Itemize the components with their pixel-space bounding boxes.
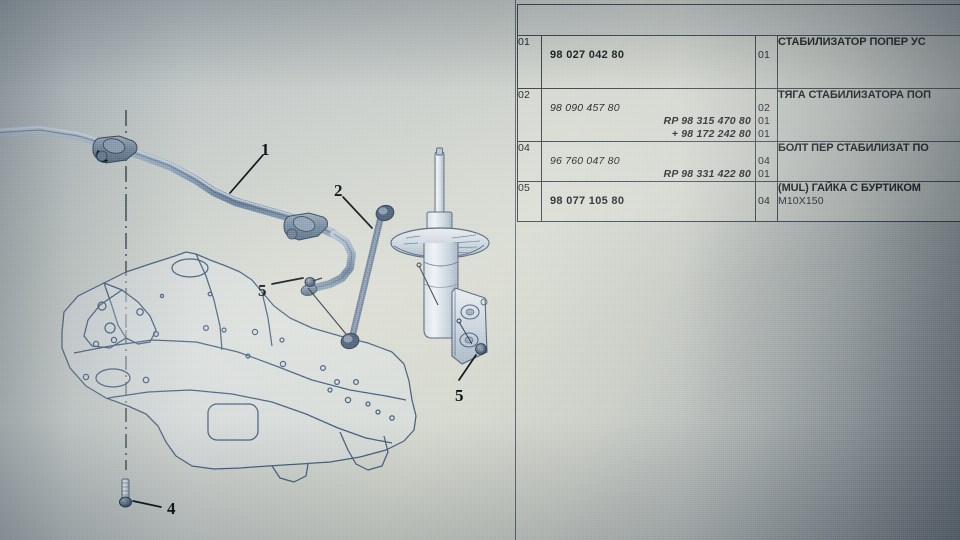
front-subframe-crossmember bbox=[61, 251, 417, 483]
exploded-parts-diagram bbox=[0, 110, 490, 508]
callout-4: 4 bbox=[167, 500, 176, 517]
link-upper-joint bbox=[375, 204, 395, 222]
callout-1: 1 bbox=[261, 141, 270, 158]
part-reference[interactable]: 98 027 042 80 bbox=[542, 49, 755, 62]
part-quantity: 01 bbox=[756, 115, 777, 128]
part-quantity: 02 bbox=[756, 102, 777, 115]
description-main: БОЛТ ПЕР СТАБИЛИЗАТ ПО bbox=[778, 142, 960, 155]
part-quantity: 04 bbox=[756, 155, 777, 168]
part-quantity: 01 bbox=[756, 49, 777, 62]
description-main: (MUL) ГАЙКА С БУРТИКОМ bbox=[778, 182, 960, 195]
row-references: x 98 090 457 80 RP 98 315 470 80 + 98 17… bbox=[541, 88, 756, 142]
table-row[interactable]: 02 x 98 090 457 80 RP 98 315 470 80 + 98… bbox=[517, 88, 960, 142]
part-reference[interactable]: 96 760 047 80 bbox=[542, 155, 755, 168]
row-references: x 98 027 042 80 x x bbox=[541, 35, 756, 89]
callout-2: 2 bbox=[334, 182, 343, 199]
row-index: 05 bbox=[517, 181, 542, 222]
row-description: ТЯГА СТАБИЛИЗАТОРА ПОП x x x bbox=[777, 88, 960, 142]
anti-roll-bar-bush-clamp-right bbox=[283, 212, 328, 241]
part-reference-plus[interactable]: + 98 172 242 80 bbox=[542, 128, 755, 141]
part-quantity: 01 bbox=[756, 128, 777, 141]
part-quantity: 01 bbox=[756, 168, 777, 181]
callout-leader-lines bbox=[132, 154, 477, 508]
description-main: СТАБИЛИЗАТОР ПОПЕР УС bbox=[778, 36, 960, 49]
part-quantity: 04 bbox=[756, 195, 777, 208]
table-header-cell bbox=[517, 4, 960, 36]
callout-5-upper: 5 bbox=[258, 282, 267, 299]
strut-bracket-bolt bbox=[475, 343, 487, 355]
part-reference-rp[interactable]: RP 98 315 470 80 bbox=[542, 115, 755, 128]
row-description: (MUL) ГАЙКА С БУРТИКОМ M10X150 x bbox=[777, 181, 960, 222]
row-references: x 96 760 047 80 RP 98 331 422 80 bbox=[541, 141, 756, 182]
link-lower-joint bbox=[340, 332, 360, 350]
row-references: x 98 077 105 80 x bbox=[541, 181, 756, 222]
part-reference[interactable]: 98 077 105 80 bbox=[542, 195, 755, 208]
row-index: 01 bbox=[517, 35, 542, 89]
parts-list-table: 01 x 98 027 042 80 x x x 01 x x СТАБИЛИЗ… bbox=[517, 4, 960, 222]
panel-divider bbox=[515, 0, 516, 540]
description-main: ТЯГА СТАБИЛИЗАТОРА ПОП bbox=[778, 89, 960, 102]
part-reference[interactable]: 98 090 457 80 bbox=[542, 102, 755, 115]
table-row[interactable]: 01 x 98 027 042 80 x x x 01 x x СТАБИЛИЗ… bbox=[517, 35, 960, 89]
table-row[interactable]: 04 x 96 760 047 80 RP 98 331 422 80 x 04… bbox=[517, 141, 960, 182]
anti-roll-bar-link bbox=[307, 204, 395, 350]
row-description: СТАБИЛИЗАТОР ПОПЕР УС x x x bbox=[777, 35, 960, 89]
part-reference-rp[interactable]: RP 98 331 422 80 bbox=[542, 168, 755, 181]
row-index: 02 bbox=[517, 88, 542, 142]
anti-roll-bar-clamp-bolt bbox=[119, 478, 132, 508]
row-quantities: x 04 01 bbox=[755, 141, 778, 182]
anti-roll-bar-bush-clamp-left bbox=[92, 135, 138, 164]
description-sub: M10X150 bbox=[778, 195, 960, 208]
table-row[interactable]: 05 x 98 077 105 80 x x 04 x (MUL) ГАЙКА … bbox=[517, 181, 960, 222]
row-quantities: x 01 x x bbox=[755, 35, 778, 89]
row-description: БОЛТ ПЕР СТАБИЛИЗАТ ПО x x bbox=[777, 141, 960, 182]
callout-5-lower: 5 bbox=[455, 387, 464, 404]
link-upper-nut bbox=[304, 276, 323, 288]
table-header-row bbox=[517, 4, 960, 36]
